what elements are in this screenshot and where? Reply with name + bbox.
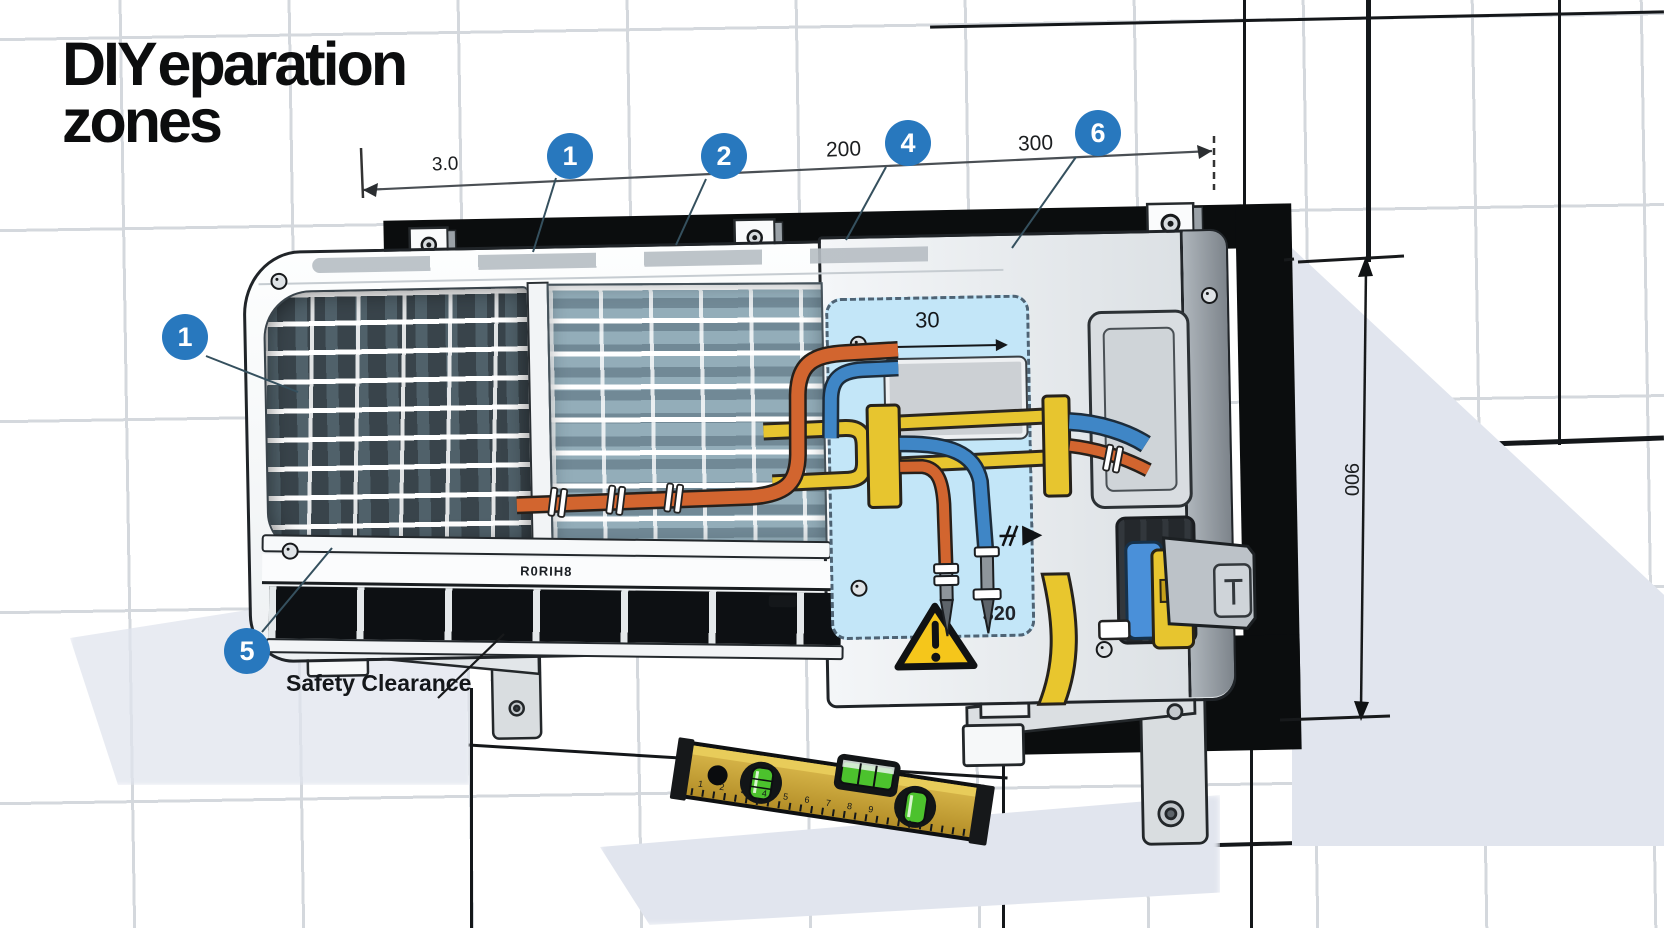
wall-line	[1558, 0, 1561, 445]
title-line-1: DIY eparation	[62, 30, 408, 98]
pipe-break-arrow-icon	[999, 525, 1043, 547]
spirit-level: 1 2 3 4 5 6 7 8 9	[669, 737, 995, 846]
callout-leader-lines	[205, 156, 1077, 633]
wall-line	[1366, 0, 1371, 262]
dimension-label-right: 900	[1340, 462, 1363, 497]
level-hang-hole	[707, 765, 728, 786]
callout-number: 1	[562, 140, 578, 171]
level-end-cap	[669, 737, 695, 801]
callout-1-left: 1	[162, 314, 208, 360]
level-end-cap	[968, 784, 995, 846]
orange-pipe-panel	[900, 458, 954, 571]
blue-pipe-right	[1068, 412, 1151, 453]
callout-4: 4	[885, 120, 931, 166]
callout-number: 2	[716, 140, 732, 171]
dimension-label-top-right: 300	[1017, 131, 1054, 156]
orange-pipe	[516, 340, 899, 515]
flare-nut-probe	[972, 546, 1002, 634]
yellow-pipe	[763, 407, 1045, 493]
page-title: DIY eparation zones	[62, 30, 408, 156]
warning-triangle-icon	[894, 602, 978, 671]
pipe-clamp-icon	[547, 482, 685, 518]
yellow-trim-stripe	[1036, 572, 1078, 706]
dimension-label-top-left: 3.0	[431, 153, 459, 176]
wall-line	[470, 688, 473, 928]
callout-number: 6	[1090, 117, 1106, 148]
top-dimension-line	[359, 136, 1216, 199]
wall-line	[1243, 0, 1246, 238]
power-connector	[1097, 536, 1257, 650]
title-line-2: zones	[62, 87, 223, 156]
callout-number: 4	[900, 127, 916, 158]
blue-pipe-panel	[899, 435, 995, 552]
wall-line	[1250, 690, 1253, 928]
callout-1-top: 1	[547, 133, 593, 179]
dimension-label-top-middle: 200	[825, 137, 862, 162]
right-dimension-line	[1279, 254, 1405, 722]
flare-nut-probe	[933, 562, 960, 637]
level-top-face	[686, 744, 981, 798]
callout-number: 1	[177, 321, 193, 352]
yellow-junction-block	[865, 403, 903, 509]
safety-clearance-label: Safety Clearance	[286, 670, 472, 696]
level-vial-center	[833, 753, 901, 798]
blue-pipe	[822, 359, 899, 439]
callout-2: 2	[701, 133, 747, 179]
safety-leader-line	[437, 633, 505, 699]
callout-5: 5	[224, 628, 270, 674]
callout-6: 6	[1075, 110, 1121, 156]
callout-number: 5	[239, 635, 255, 666]
level-vial-round	[894, 785, 937, 828]
level-vial-round	[739, 761, 782, 804]
pipe-clamp-icon	[1102, 443, 1124, 474]
